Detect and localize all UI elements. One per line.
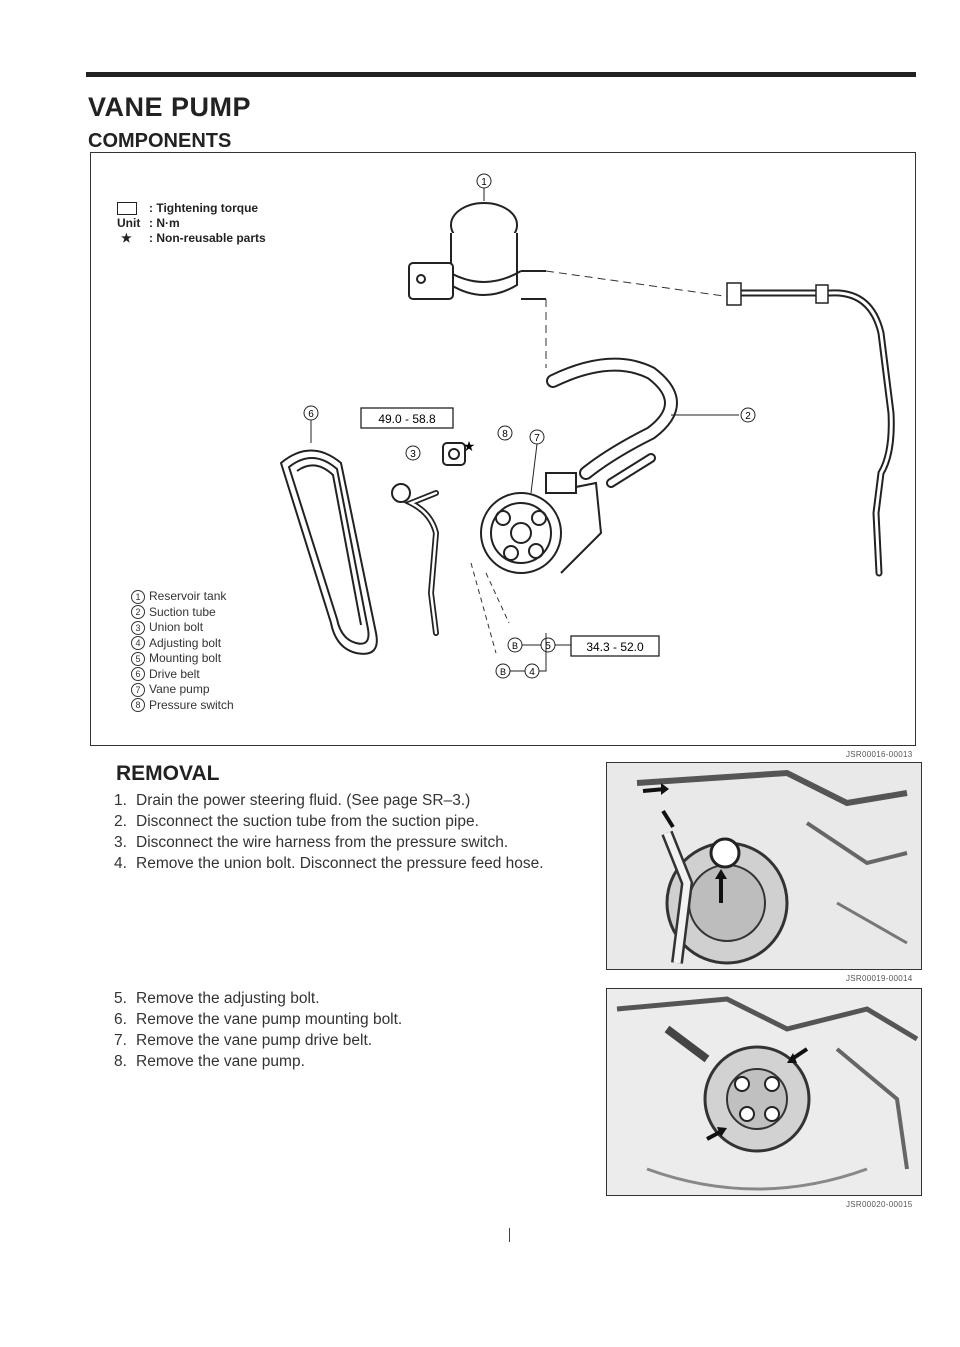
section-title-components: COMPONENTS bbox=[88, 130, 232, 152]
engine-photo-1 bbox=[607, 763, 921, 969]
callout-6: 6 bbox=[303, 405, 319, 421]
callout-4: 4 bbox=[524, 663, 540, 679]
callout-6-label: 6 bbox=[308, 409, 314, 420]
legend-unit-value: : N·m bbox=[149, 216, 180, 230]
image-code-photo2: JSR00020-00015 bbox=[846, 1200, 913, 1209]
callout-7-label: 7 bbox=[534, 433, 540, 444]
image-code-components: JSR00016-00013 bbox=[846, 750, 913, 759]
legend-star-key: ★ bbox=[121, 231, 132, 245]
removal-step: 8.Remove the vane pump. bbox=[114, 1053, 305, 1070]
page-mark bbox=[509, 1228, 510, 1242]
legend-star-value: : Non-reusable parts bbox=[149, 231, 266, 245]
callout-2-label: 2 bbox=[745, 411, 751, 422]
torque-mounting-value: 34.3 - 52.0 bbox=[586, 640, 644, 654]
removal-step: 2.Disconnect the suction tube from the s… bbox=[114, 813, 479, 830]
callout-B-label: B bbox=[512, 641, 518, 651]
reservoir-tank-drawing bbox=[408, 202, 546, 300]
torque-union-value: 49.0 - 58.8 bbox=[378, 412, 436, 426]
torque-box-icon bbox=[117, 202, 137, 216]
components-illustration: 1 2 6 bbox=[279, 173, 895, 679]
callout-B-lower: B bbox=[495, 663, 511, 679]
removal-steps-part2: 5.Remove the adjusting bolt. 6.Remove th… bbox=[114, 988, 584, 1072]
image-code-photo1: JSR00019-00014 bbox=[846, 974, 913, 983]
drive-belt-drawing bbox=[279, 449, 378, 655]
callout-5-label: 5 bbox=[545, 641, 551, 652]
callout-B-label: B bbox=[500, 667, 506, 677]
removal-step: 6.Remove the vane pump mounting bolt. bbox=[114, 1011, 403, 1028]
callout-B-upper: B bbox=[507, 637, 523, 653]
callout-8-label: 8 bbox=[502, 429, 508, 440]
components-diagram: 1 2 6 bbox=[90, 152, 916, 746]
callout-3: 3 bbox=[405, 445, 421, 461]
vane-pump-drawing bbox=[480, 472, 603, 574]
section-title-removal: REMOVAL bbox=[116, 762, 220, 785]
callout-3-label: 3 bbox=[410, 449, 416, 460]
top-rule bbox=[86, 72, 916, 77]
diagram-legend: : Tightening torque Unit : N·m ★ : Non-reu… bbox=[117, 201, 266, 246]
callout-1-label: 1 bbox=[481, 177, 487, 188]
legend-torque: : Tightening torque bbox=[149, 201, 259, 215]
removal-step: 1.Drain the power steering fluid. (See p… bbox=[114, 792, 471, 809]
removal-step: 3.Disconnect the wire harness from the p… bbox=[114, 834, 509, 851]
page-title: VANE PUMP bbox=[88, 92, 252, 122]
pressure-switch-drawing bbox=[391, 442, 466, 636]
callout-2: 2 bbox=[740, 407, 756, 423]
removal-steps-part1: 1.Drain the power steering fluid. (See p… bbox=[114, 790, 584, 874]
removal-step: 5.Remove the adjusting bolt. bbox=[114, 990, 320, 1007]
removal-step: 7.Remove the vane pump drive belt. bbox=[114, 1032, 373, 1049]
engine-photo-2 bbox=[607, 989, 921, 1195]
legend-unit-key: Unit bbox=[117, 216, 141, 230]
non-reusable-star: ★ bbox=[463, 438, 476, 454]
removal-step: 4.Remove the union bolt. Disconnect the … bbox=[114, 855, 544, 872]
callout-7: 7 bbox=[529, 429, 545, 445]
callout-4-label: 4 bbox=[529, 667, 535, 678]
callout-1: 1 bbox=[476, 173, 492, 189]
removal-photo-2 bbox=[606, 988, 922, 1196]
removal-photo-1 bbox=[606, 762, 922, 970]
callout-5: 5 bbox=[540, 637, 556, 653]
callout-8: 8 bbox=[497, 425, 513, 441]
